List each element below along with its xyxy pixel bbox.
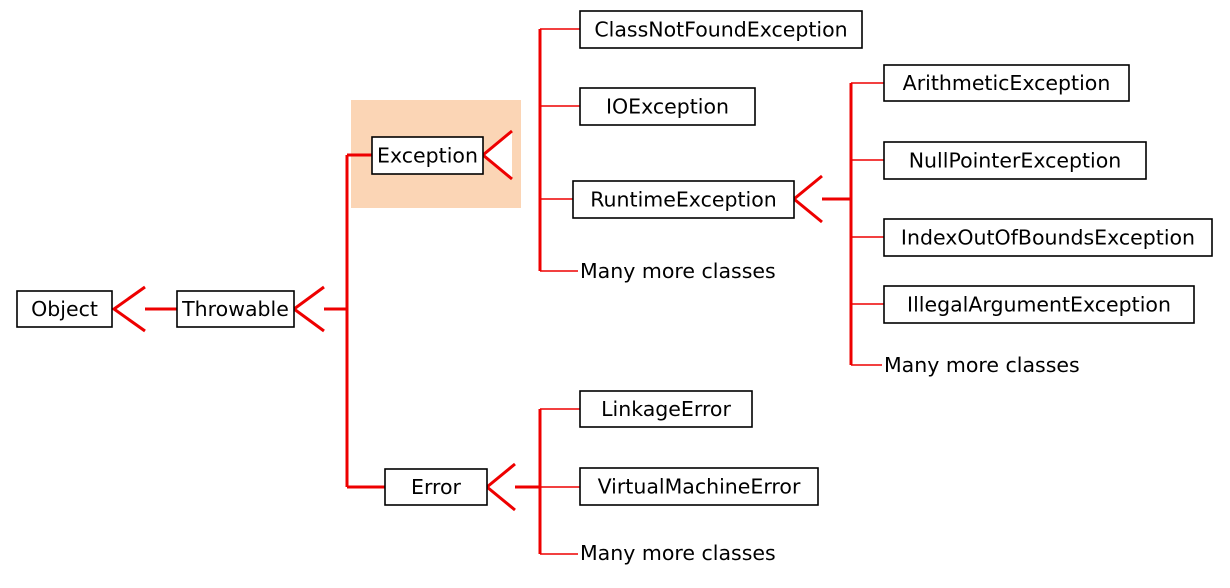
class-box-index-out-of-bounds bbox=[883, 218, 1213, 257]
class-node-illegal-argument[interactable]: IllegalArgumentException bbox=[883, 285, 1195, 324]
generalization-arrow-to-runtime bbox=[791, 174, 823, 224]
class-label-null-pointer-exception: NullPointerException bbox=[909, 149, 1122, 173]
class-box-error bbox=[384, 468, 488, 506]
class-box-class-not-found-exception bbox=[579, 10, 863, 49]
class-box-object bbox=[16, 290, 113, 328]
class-label-exception: Exception bbox=[377, 144, 478, 168]
class-box-throwable bbox=[176, 290, 295, 328]
generalization-arrow-to-throwable bbox=[291, 285, 325, 333]
class-label-error: Error bbox=[411, 475, 462, 499]
class-label-io-exception: IOException bbox=[606, 95, 729, 119]
class-box-null-pointer-exception bbox=[883, 141, 1147, 180]
class-node-runtime-exception[interactable]: RuntimeException bbox=[572, 180, 795, 219]
class-node-runtime-many-more[interactable]: Many more classes bbox=[884, 353, 1080, 377]
class-box-linkage-error bbox=[579, 390, 753, 428]
class-label-throwable: Throwable bbox=[181, 297, 289, 321]
class-node-object[interactable]: Object bbox=[16, 290, 113, 328]
class-box-illegal-argument bbox=[883, 285, 1195, 324]
class-label-object: Object bbox=[31, 297, 98, 321]
class-label-arithmetic-exception: ArithmeticException bbox=[903, 71, 1111, 95]
class-label-index-out-of-bounds: IndexOutOfBoundsException bbox=[901, 226, 1195, 250]
class-label-linkage-error: LinkageError bbox=[601, 397, 731, 421]
class-node-throwable[interactable]: Throwable bbox=[176, 290, 295, 328]
class-box-virtual-machine-error bbox=[579, 467, 819, 506]
generalization-arrow-to-object bbox=[111, 285, 146, 333]
class-node-linkage-error[interactable]: LinkageError bbox=[579, 390, 753, 428]
class-label-runtime-exception: RuntimeException bbox=[590, 188, 777, 212]
class-node-exception-many-more[interactable]: Many more classes bbox=[580, 259, 776, 283]
class-box-runtime-exception bbox=[572, 180, 795, 219]
class-label-virtual-machine-error: VirtualMachineError bbox=[598, 475, 801, 499]
class-box-exception bbox=[371, 136, 484, 175]
class-node-index-out-of-bounds[interactable]: IndexOutOfBoundsException bbox=[883, 218, 1213, 257]
class-node-io-exception[interactable]: IOException bbox=[579, 87, 756, 126]
class-box-arithmetic-exception bbox=[883, 64, 1130, 102]
class-node-arithmetic-exception[interactable]: ArithmeticException bbox=[883, 64, 1130, 102]
generalization-arrow-to-error bbox=[484, 462, 516, 512]
class-label-runtime-many-more: Many more classes bbox=[884, 353, 1080, 377]
class-node-error[interactable]: Error bbox=[384, 468, 488, 506]
class-node-exception[interactable]: Exception bbox=[371, 136, 484, 175]
class-label-illegal-argument: IllegalArgumentException bbox=[907, 293, 1171, 317]
class-box-io-exception bbox=[579, 87, 756, 126]
edges-layer bbox=[142, 28, 884, 555]
class-node-virtual-machine-error[interactable]: VirtualMachineError bbox=[579, 467, 819, 506]
class-label-error-many-more: Many more classes bbox=[580, 541, 776, 565]
class-label-class-not-found-exception: ClassNotFoundException bbox=[594, 18, 847, 42]
class-node-null-pointer-exception[interactable]: NullPointerException bbox=[883, 141, 1147, 180]
class-label-exception-many-more: Many more classes bbox=[580, 259, 776, 283]
class-node-error-many-more[interactable]: Many more classes bbox=[580, 541, 776, 565]
class-node-class-not-found-exception[interactable]: ClassNotFoundException bbox=[579, 10, 863, 49]
